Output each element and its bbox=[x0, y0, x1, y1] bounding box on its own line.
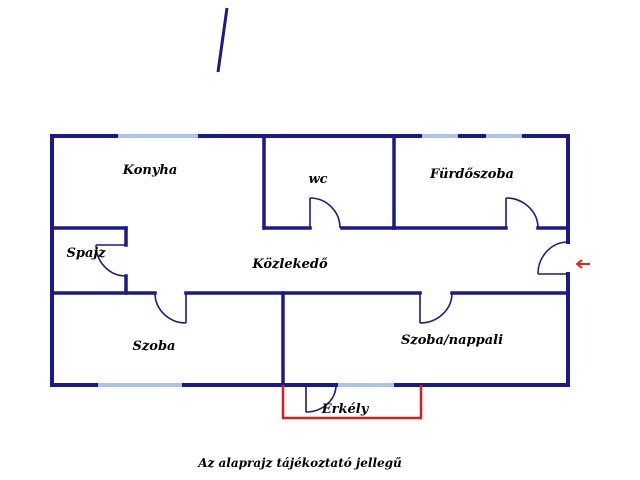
door-entrance-arc bbox=[537, 241, 569, 275]
room-label-konyha: Konyha bbox=[122, 163, 178, 178]
door-nappali-arc bbox=[419, 292, 453, 324]
balcony-outline bbox=[281, 385, 423, 420]
room-label-furdoszoba: Fürdőszoba bbox=[429, 167, 514, 182]
room-label-wc: wc bbox=[308, 172, 327, 187]
door-spajz-arc bbox=[95, 244, 127, 277]
room-label-kozlekedo: Közlekedő bbox=[251, 257, 328, 272]
room-label-erkely: Erkély bbox=[321, 402, 370, 417]
north-arrow-icon bbox=[216, 7, 229, 73]
entrance-arrow-icon bbox=[575, 259, 590, 269]
room-label-szoba: Szoba bbox=[133, 339, 176, 354]
door-wc-arc bbox=[309, 197, 341, 229]
room-label-szoba-nappali: Szoba/nappali bbox=[401, 333, 503, 348]
door-szoba-arc bbox=[154, 292, 187, 324]
door-erkely-arc bbox=[305, 384, 337, 413]
plan-note: Az alaprajz tájékoztató jellegű bbox=[197, 456, 402, 470]
interior-walls bbox=[50, 134, 570, 387]
windows bbox=[98, 134, 522, 387]
room-label-spajz: Spajz bbox=[67, 246, 107, 261]
door-furdo-arc bbox=[505, 197, 539, 229]
doors bbox=[95, 197, 569, 413]
